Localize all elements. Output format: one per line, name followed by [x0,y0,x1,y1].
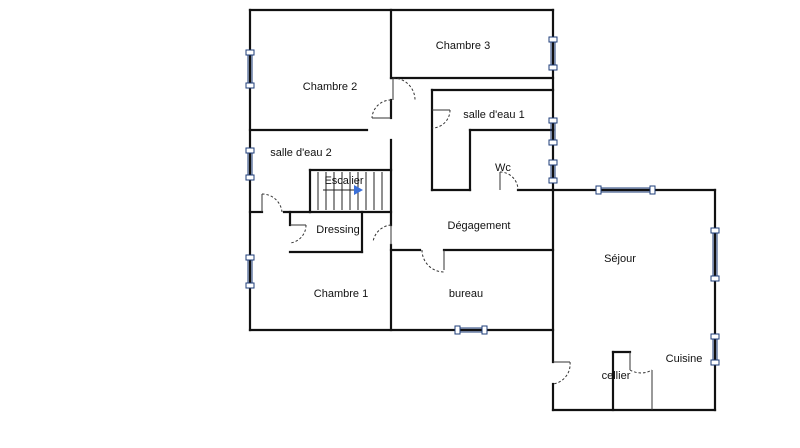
label-salle-eau-2: salle d'eau 2 [270,147,331,159]
window-sejour-right [710,227,720,282]
stair-direction-arrow [354,185,363,195]
staircase [317,172,383,210]
door-cuisine [629,352,653,410]
window-salle-eau-1 [548,117,558,146]
label-chambre-2: Chambre 2 [303,81,357,93]
window-cuisine [710,333,720,366]
label-cellier: cellier [602,370,631,382]
window-wc [548,159,558,184]
door-bureau [421,249,445,273]
label-dressing: Dressing [316,224,359,236]
label-chambre-3: Chambre 3 [436,40,490,52]
window-salle-eau-2 [245,147,255,181]
label-cuisine: Cuisine [666,353,703,365]
label-escalier: Escalier [324,175,363,187]
door-dressing [289,224,307,244]
doors [261,77,653,410]
window-chambre-1 [245,254,255,289]
label-degagement: Dégagement [448,220,511,232]
door-salle-eau-1 [431,109,451,129]
label-salle-eau-1: salle d'eau 1 [463,109,524,121]
windows [245,36,720,366]
door-salle-eau-2 [261,193,283,213]
window-chambre-2 [245,49,255,89]
window-chambre-3 [548,36,558,71]
window-bureau [454,325,488,335]
label-chambre-1: Chambre 1 [314,288,368,300]
door-chambre-2 [371,99,392,119]
door-wc [499,171,519,191]
label-bureau: bureau [449,288,483,300]
room-labels: Chambre 3 Chambre 2 salle d'eau 1 salle … [270,40,702,382]
walls [248,8,717,412]
door-chambre-3 [392,77,416,101]
label-sejour: Séjour [604,253,636,265]
door-cellier [552,361,571,385]
label-wc: Wc [495,162,511,174]
window-sejour-top [595,185,656,195]
door-chambre-1 [372,224,392,245]
